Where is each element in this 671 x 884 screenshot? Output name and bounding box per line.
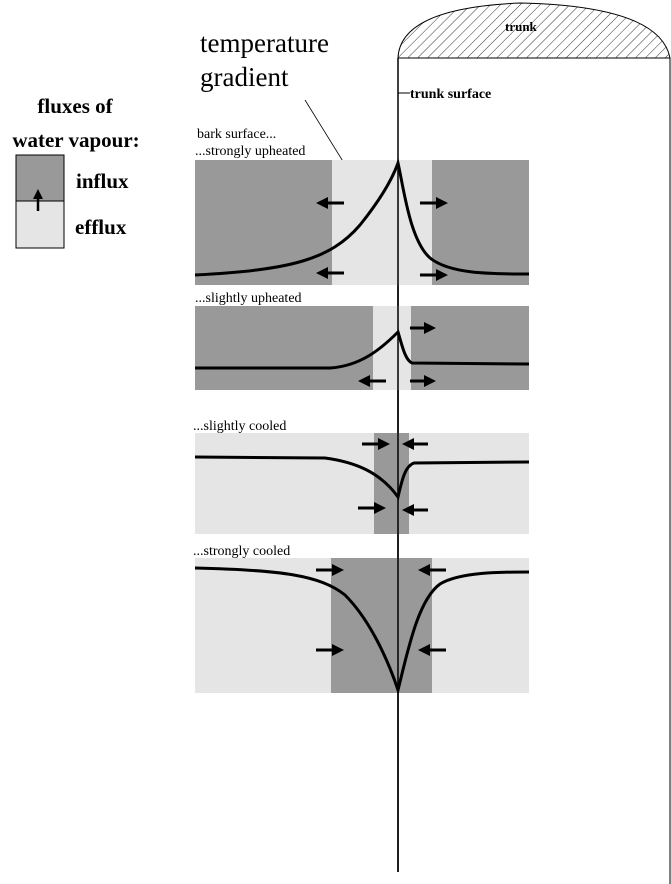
- legend-influx-label: influx: [76, 169, 129, 193]
- legend-influx-swatch: [15, 154, 65, 202]
- panel-slightly-cooled: ...slightly cooled: [193, 419, 530, 534]
- panel-strongly-cooled: ...strongly cooled: [193, 544, 530, 696]
- trunk-surface-label: trunk surface: [410, 87, 491, 102]
- temperature-curve: [194, 566, 530, 696]
- trunk-cross-section: [397, 2, 671, 59]
- legend-title-line2: water vapour:: [12, 128, 139, 152]
- legend-efflux-label: efflux: [75, 215, 127, 239]
- panel-label: ...strongly cooled: [193, 544, 290, 559]
- influx-region: [195, 306, 529, 390]
- panel-label: ...slightly cooled: [193, 419, 286, 434]
- efflux-region: [195, 433, 529, 534]
- panel-strongly-upheated: bark surface... ...strongly upheated: [194, 127, 530, 285]
- efflux-region: [332, 160, 432, 285]
- title-line2: gradient: [200, 62, 289, 92]
- influx-region: [374, 433, 409, 534]
- legend: fluxes of water vapour: influx efflux: [12, 94, 140, 249]
- panel-intro-label: bark surface...: [197, 127, 276, 142]
- title-line1: temperature: [200, 28, 329, 58]
- legend-title-line1: fluxes of: [37, 94, 113, 118]
- trunk-label: trunk: [505, 19, 538, 34]
- legend-efflux-swatch: [15, 200, 65, 249]
- panel-label: ...strongly upheated: [195, 144, 305, 159]
- panel-label: ...slightly upheated: [195, 291, 302, 306]
- panel-slightly-upheated: ...slightly upheated: [195, 291, 530, 390]
